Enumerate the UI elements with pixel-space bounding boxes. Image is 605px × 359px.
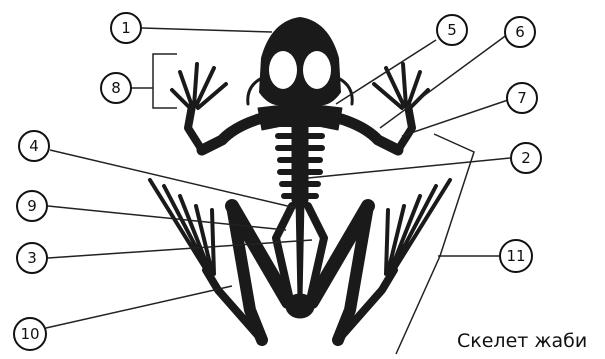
label-5: 5 (437, 15, 467, 45)
label-2: 2 (511, 143, 541, 173)
svg-text:4: 4 (29, 137, 39, 155)
svg-text:10: 10 (20, 325, 39, 343)
label-8: 8 (101, 73, 131, 103)
leader-6 (380, 34, 508, 128)
svg-text:5: 5 (447, 21, 457, 39)
frog-skeleton (150, 18, 450, 340)
label-6: 6 (505, 17, 535, 47)
leader-1 (142, 28, 272, 32)
front-limb-right (338, 64, 428, 150)
label-3: 3 (17, 243, 47, 273)
urostyle (296, 200, 304, 300)
leader-7 (402, 100, 508, 136)
svg-text:6: 6 (515, 23, 525, 41)
leader-3 (48, 240, 312, 258)
label-4: 4 (19, 131, 49, 161)
label-1: 1 (111, 13, 141, 43)
svg-text:1: 1 (121, 19, 131, 37)
figure-caption: Скелет жаби (457, 330, 587, 352)
leader-2 (308, 158, 510, 178)
label-9: 9 (17, 191, 47, 221)
svg-text:11: 11 (506, 247, 525, 265)
svg-text:7: 7 (517, 89, 527, 107)
label-7: 7 (507, 83, 537, 113)
svg-text:2: 2 (521, 149, 531, 167)
front-limb-left (172, 64, 262, 150)
svg-text:9: 9 (27, 197, 37, 215)
bracket-8 (130, 54, 177, 108)
hind-limb-left (150, 180, 288, 340)
label-10: 10 (14, 318, 46, 350)
svg-text:8: 8 (111, 79, 121, 97)
svg-text:3: 3 (27, 249, 37, 267)
hind-limb-right (312, 180, 450, 340)
leader-10 (46, 286, 232, 328)
label-11: 11 (500, 240, 532, 272)
